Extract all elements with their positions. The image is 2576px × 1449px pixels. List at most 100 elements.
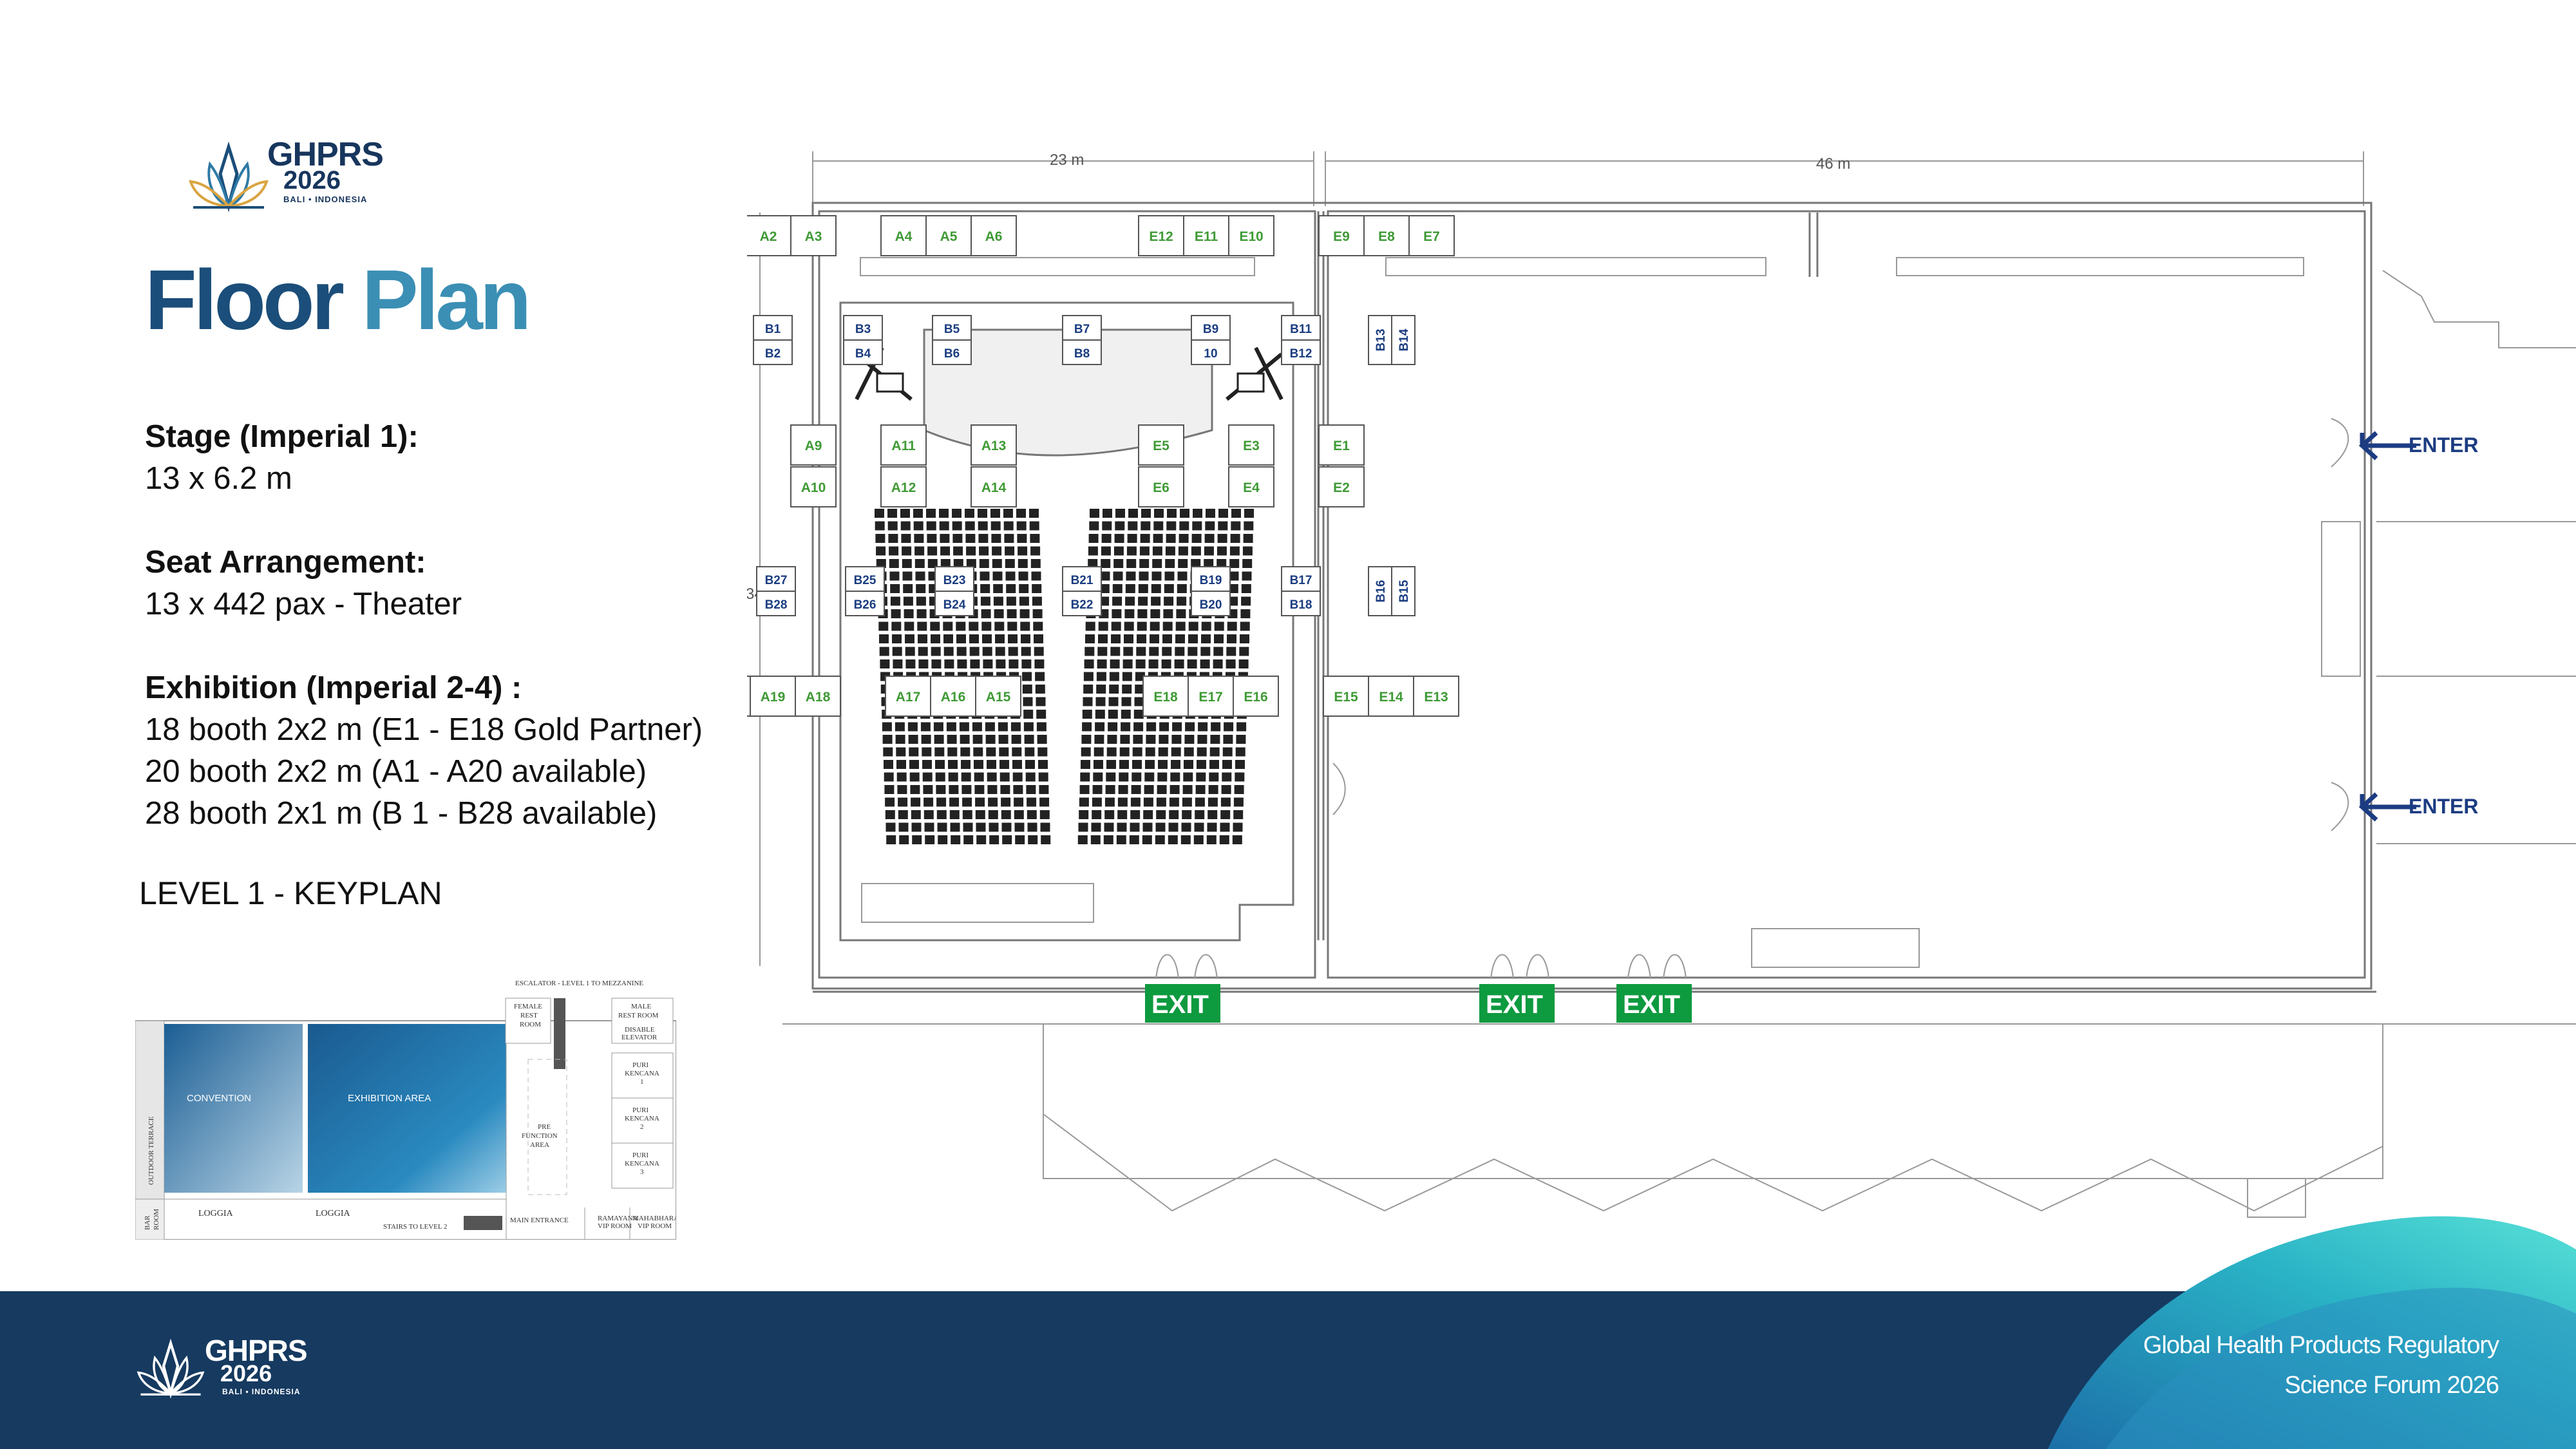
booth-a4[interactable]: A4: [880, 215, 927, 256]
svg-text:MALE: MALE: [631, 1003, 651, 1010]
booth-label: A4: [895, 229, 913, 244]
booth-a16[interactable]: A16: [930, 676, 976, 717]
booth-e10[interactable]: E10: [1228, 215, 1274, 256]
exhibition-line: 18 booth 2x2 m (E1 - E18 Gold Partner): [145, 712, 703, 747]
booth-e7[interactable]: E7: [1408, 215, 1455, 256]
booth-e11[interactable]: E11: [1183, 215, 1229, 256]
keyplan-vip-2: MAHABHARATA: [632, 1215, 676, 1222]
booth-a18[interactable]: A18: [795, 676, 841, 717]
svg-text:FUNCTION: FUNCTION: [522, 1132, 558, 1140]
booth-e18[interactable]: E18: [1142, 676, 1189, 717]
svg-text:DISABLE: DISABLE: [625, 1026, 655, 1034]
svg-text:KENCANA: KENCANA: [625, 1070, 659, 1077]
keyplan-convention-label: CONVENTION: [187, 1093, 251, 1104]
booth-e16[interactable]: E16: [1233, 676, 1279, 717]
lotus-icon: [189, 142, 269, 213]
booth-e13[interactable]: E13: [1413, 676, 1459, 717]
booth-e15[interactable]: E15: [1323, 676, 1369, 717]
booth-label: E17: [1198, 690, 1222, 705]
booth-a9[interactable]: A9: [790, 424, 837, 466]
booth-e6[interactable]: E6: [1138, 466, 1184, 507]
exhibition-line: 20 booth 2x2 m (A1 - A20 available): [145, 754, 647, 789]
booth-label: B7: [1074, 323, 1090, 336]
booth-e5[interactable]: E5: [1138, 424, 1184, 466]
booth-label: E2: [1333, 480, 1350, 495]
booth-label: B4: [855, 347, 871, 361]
logo-year: 2026: [283, 166, 341, 194]
svg-text:3: 3: [640, 1168, 644, 1176]
booth-a10[interactable]: A10: [790, 466, 837, 507]
booth-e2[interactable]: E2: [1318, 466, 1365, 507]
footer-tagline: Global Health Products Regulatory Scienc…: [2143, 1325, 2499, 1405]
booth-a12[interactable]: A12: [880, 466, 927, 507]
dimension-top-left: 23 m: [1050, 151, 1084, 169]
booth-e17[interactable]: E17: [1188, 676, 1234, 717]
booth-label: B20: [1200, 598, 1222, 612]
booth-label: E16: [1244, 690, 1267, 705]
booth-label: B22: [1071, 598, 1094, 612]
exit-label: EXIT: [1623, 990, 1680, 1019]
booth-label: E1: [1333, 439, 1350, 453]
booth-label: E11: [1195, 229, 1218, 244]
booth-e14[interactable]: E14: [1368, 676, 1414, 717]
keyplan-loggia-2: LOGGIA: [316, 1209, 351, 1218]
booth-label: B14: [1397, 328, 1411, 351]
svg-text:REST: REST: [520, 1012, 538, 1019]
booth-a11[interactable]: A11: [880, 424, 927, 466]
stage-heading: Stage (Imperial 1):: [145, 419, 419, 454]
booth-a14[interactable]: A14: [971, 466, 1017, 507]
exit-sign: EXIT: [1479, 954, 1555, 1023]
booth-a3[interactable]: A3: [790, 215, 837, 256]
keyplan-map: CONVENTION EXHIBITION AREA OUTDOOR TERRA…: [135, 980, 676, 1240]
booth-a19[interactable]: A19: [750, 676, 796, 717]
booth-a2[interactable]: A2: [747, 215, 791, 256]
enter-label: ENTER: [2409, 795, 2478, 818]
booth-label: B1: [765, 323, 781, 336]
booth-a5[interactable]: A5: [925, 215, 972, 256]
booth-e3[interactable]: E3: [1228, 424, 1274, 466]
header-logo: GHPRS 2026 BALI • INDONESIA: [187, 135, 399, 213]
booth-label: B5: [944, 323, 960, 336]
exit-sign: EXIT: [1145, 954, 1220, 1023]
booth-a6[interactable]: A6: [971, 215, 1017, 256]
booth-a13[interactable]: A13: [971, 424, 1017, 466]
booth-label: E6: [1153, 480, 1170, 495]
booth-label: A3: [805, 229, 822, 244]
svg-text:VIP ROOM: VIP ROOM: [638, 1222, 672, 1230]
keyplan-escalator: ESCALATOR - LEVEL 1 TO MEZZANINE: [515, 980, 643, 987]
booth-e1[interactable]: E1: [1318, 424, 1365, 466]
lotus-icon: [137, 1338, 205, 1399]
booth-e12[interactable]: E12: [1138, 215, 1184, 256]
tagline-line2: Science Forum 2026: [2284, 1372, 2499, 1399]
booth-label: E7: [1423, 229, 1440, 244]
keyplan-stairs: STAIRS TO LEVEL 2: [383, 1223, 447, 1231]
keyplan-vip-1: RAMAYANA: [598, 1215, 638, 1222]
booth-e4[interactable]: E4: [1228, 466, 1274, 507]
page-title: Floor Plan: [145, 258, 531, 343]
booth-label: E3: [1243, 439, 1260, 453]
booth-label: E9: [1333, 229, 1350, 244]
footer-logo-name: GHPRS: [205, 1334, 308, 1367]
booth-e9[interactable]: E9: [1318, 215, 1365, 256]
booth-e8[interactable]: E8: [1363, 215, 1410, 256]
keyplan-main-entrance: MAIN ENTRANCE: [510, 1217, 569, 1224]
exit-label: EXIT: [1486, 990, 1543, 1019]
keyplan-puri-1: PURI: [632, 1061, 649, 1069]
booth-a15[interactable]: A15: [975, 676, 1021, 717]
booth-a17[interactable]: A17: [885, 676, 931, 717]
footer-logo-year: 2026: [220, 1360, 272, 1387]
